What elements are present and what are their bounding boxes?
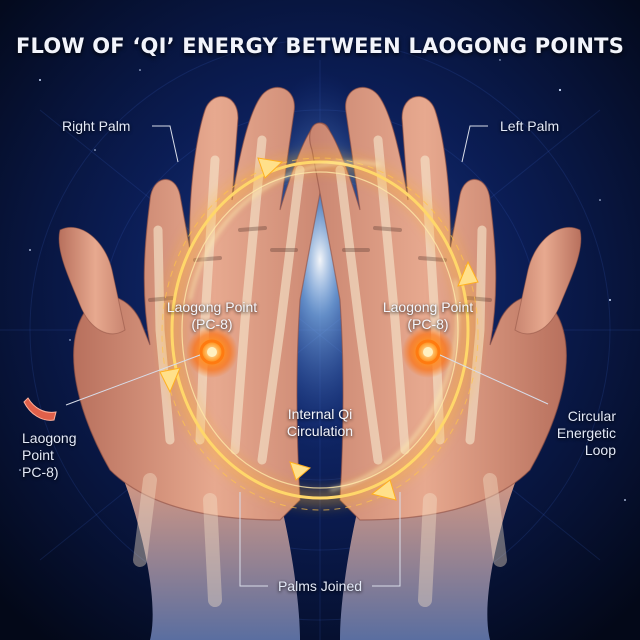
laogong-point-side-label: Laogong Point PC-8)	[22, 430, 77, 481]
label-line: Energetic	[556, 425, 616, 441]
page-title: FLOW OF ‘QI’ ENERGY BETWEEN LAOGONG POIN…	[15, 34, 625, 58]
label-line: Laogong Point	[166, 299, 258, 315]
label-line: Laogong	[22, 430, 77, 446]
meridian-icon	[23, 397, 57, 421]
label-line: Circulation	[286, 423, 354, 439]
palms-joined-label: Palms Joined	[277, 578, 363, 594]
laogong-point-icon	[186, 326, 238, 378]
label-line: Point	[22, 447, 54, 463]
label-line: (PC-8)	[407, 316, 449, 332]
circular-loop-label: Circular Energetic Loop	[530, 408, 616, 459]
label-line: Circular	[567, 408, 616, 424]
left-palm-label: Left Palm	[500, 118, 560, 134]
right-thumb	[58, 226, 126, 335]
left-thumb	[514, 226, 582, 335]
label-line: (PC-8)	[191, 316, 233, 332]
label-line: PC-8)	[22, 464, 59, 480]
label-line: Laogong Point	[382, 299, 474, 315]
laogong-point-icon	[402, 326, 454, 378]
arrow-icon	[159, 157, 479, 501]
label-line: Loop	[584, 442, 616, 458]
laogong-point-left-palm-label: Laogong Point (PC-8)	[368, 299, 488, 333]
qi-energy-loop	[161, 153, 479, 511]
laogong-point-right-palm-label: Laogong Point (PC-8)	[152, 299, 272, 333]
label-line: Internal Qi	[287, 406, 353, 422]
right-palm-label: Right Palm	[62, 118, 131, 134]
internal-qi-label: Internal Qi Circulation	[262, 406, 378, 440]
leader-lines	[65, 125, 549, 587]
star-field	[19, 59, 626, 501]
